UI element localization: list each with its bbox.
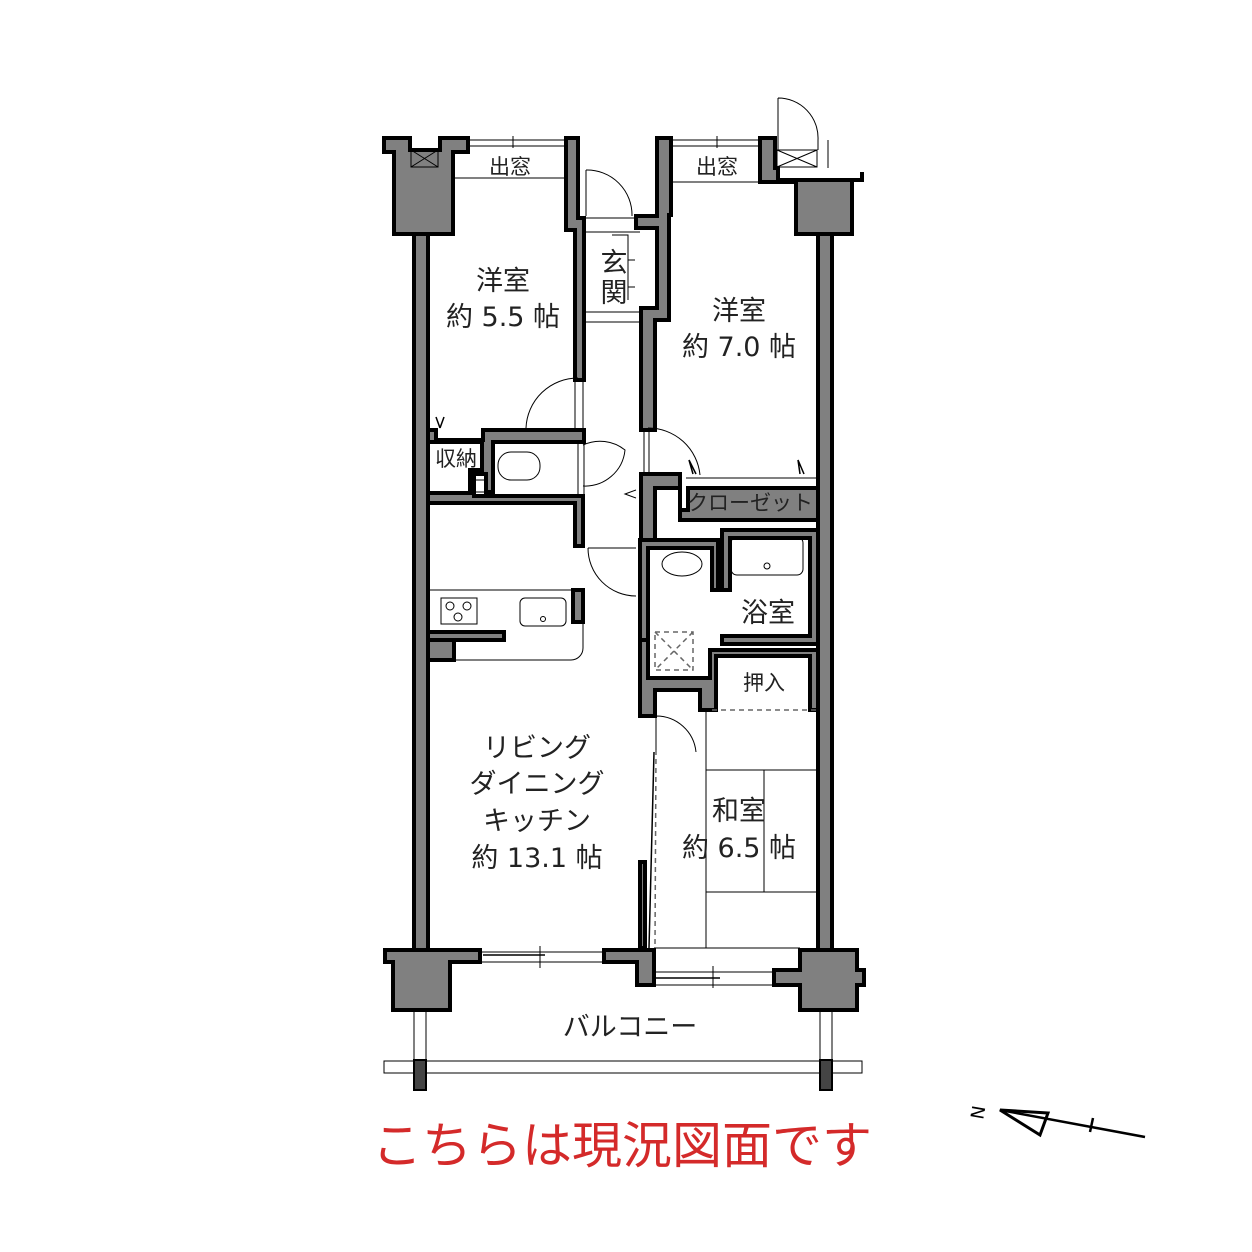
washer-space — [654, 631, 694, 671]
step-mark — [623, 489, 637, 499]
right-outer-wall — [816, 230, 834, 952]
bathtub-icon — [730, 536, 804, 576]
bedroom1-door — [525, 377, 584, 430]
oshiire-label: 押入 — [743, 671, 785, 695]
toilet-icon — [497, 451, 541, 481]
ldk-line3: キッチン — [483, 806, 591, 837]
current-plan-notice: こちらは現況図面です — [372, 1117, 872, 1175]
bedroom2-door — [643, 427, 701, 476]
sash-mark — [539, 946, 714, 988]
ldk-line1: リビング — [483, 733, 591, 764]
left-outer-wall — [412, 230, 430, 952]
japanese-room-name: 和室 — [712, 796, 766, 827]
bedroom1-size: 約 5.5 帖 — [446, 302, 560, 333]
washbasin-icon — [661, 551, 703, 577]
entrance-label-1: 玄 — [601, 248, 628, 279]
bath-label: 浴室 — [741, 598, 795, 629]
bay-window-label-2: 出窓 — [696, 155, 738, 179]
bay-window-label-1: 出窓 — [489, 155, 531, 179]
bedroom1-right-wall — [564, 136, 586, 382]
bay-window-left — [453, 139, 566, 179]
duct-cross — [776, 149, 818, 168]
bedroom2-size: 約 7.0 帖 — [682, 332, 796, 363]
bedroom1-name: 洋室 — [476, 266, 530, 297]
ldk-size: 約 13.1 帖 — [471, 843, 602, 874]
washroom-walls — [638, 538, 720, 642]
door-mark — [435, 416, 445, 429]
kitchen-vent-wall — [426, 638, 456, 662]
entrance-label-2: 関 — [601, 278, 628, 309]
washer-cross — [654, 631, 694, 671]
railing-post — [819, 1059, 833, 1091]
drain-icon — [540, 616, 546, 622]
burner-icon — [453, 612, 463, 622]
balcony-windows — [480, 947, 800, 986]
sash — [483, 954, 720, 979]
storage-label: 収納 — [435, 447, 477, 471]
tatami-lines — [655, 710, 818, 948]
balcony-railing — [383, 1060, 863, 1074]
bath-walls — [720, 528, 820, 646]
closet-label: クローゼット — [687, 491, 813, 515]
bedroom2-left-wall — [634, 136, 673, 432]
pillar-top-left — [382, 136, 470, 236]
bedroom2-name: 洋室 — [712, 296, 766, 327]
pillar-bottom-left — [383, 948, 482, 1012]
balcony-posts — [413, 1010, 833, 1060]
ldk-door — [587, 547, 637, 597]
sliding-partition-dash — [654, 749, 657, 947]
closet-walls — [639, 472, 820, 548]
japanese-room-size: 約 6.5 帖 — [682, 833, 796, 864]
bay-window-right — [671, 139, 760, 183]
compass-north-label: N — [965, 1104, 988, 1121]
oshiire-walls — [638, 638, 820, 718]
toilet-door — [577, 440, 626, 496]
burner-icon — [462, 601, 472, 611]
door-swing-outer — [777, 97, 829, 168]
compass-icon: N — [965, 1104, 1146, 1139]
kitchen-counter-wall — [426, 630, 506, 642]
pillar-top-right — [758, 136, 864, 236]
entrance-door — [584, 169, 640, 323]
storage-toilet-walls — [426, 428, 586, 548]
vent-icon — [474, 479, 486, 493]
ldk-line2: ダイニング — [470, 769, 605, 800]
partition-wall — [638, 860, 647, 950]
duct-cross — [410, 149, 439, 168]
pillar-bottom-right — [772, 948, 866, 1012]
burner-icon — [445, 601, 455, 611]
sink-icon — [519, 597, 567, 627]
shoe-cabinet — [612, 234, 635, 300]
pillar-bottom-middle — [602, 948, 656, 987]
stove-icon — [440, 597, 478, 625]
drain-icon — [763, 562, 771, 570]
door-mark — [688, 459, 805, 475]
duct-top-left — [410, 149, 439, 168]
duct-top-right — [776, 149, 818, 168]
railing-post — [413, 1059, 427, 1091]
balcony-label: バルコニー — [563, 1012, 697, 1043]
sliding-partition — [648, 751, 655, 949]
kitchen-wall-stub — [571, 588, 585, 624]
